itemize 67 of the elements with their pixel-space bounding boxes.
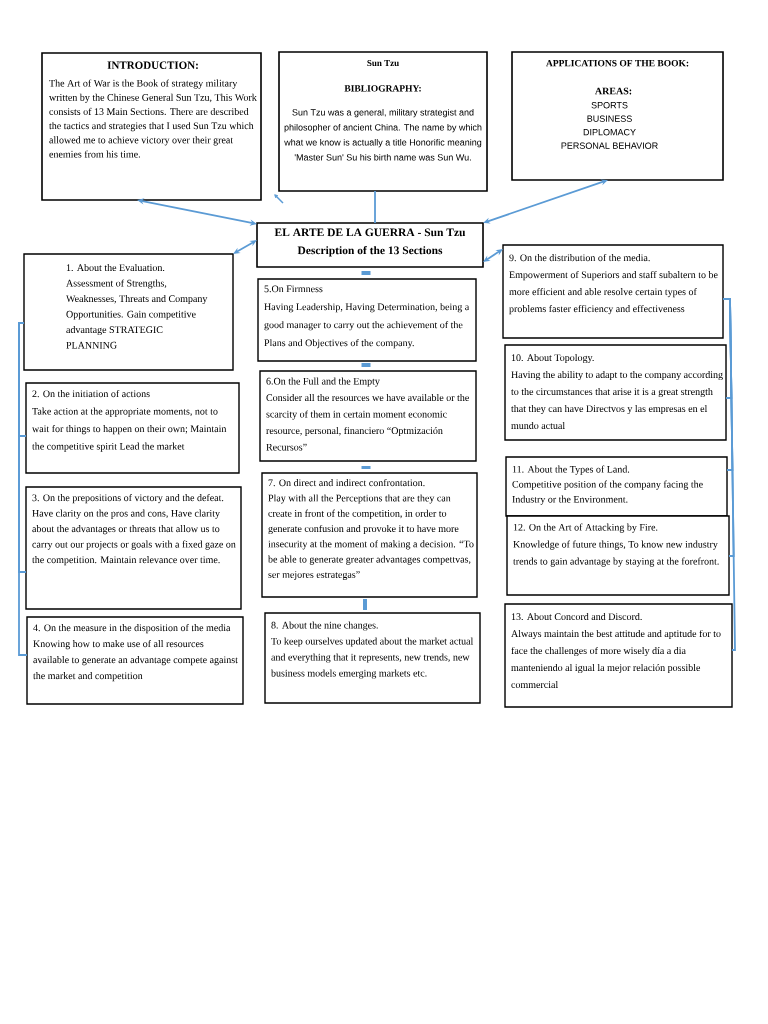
applications-box <box>511 51 724 181</box>
section-box <box>25 382 240 474</box>
elbow-connector <box>722 298 736 651</box>
double-arrow <box>137 198 257 226</box>
subheading: AREAS: <box>595 87 632 95</box>
title-box <box>256 222 484 268</box>
paragraph: Consider all the resources we have available or the scarcity of them in certain moment economic resource, personal, financiero “Optmización Recursos” <box>266 394 469 451</box>
paragraph: To keep ourselves updated about the market actual and everything that it represents, new trends, new business models emerging markets etc. <box>271 637 474 679</box>
heading: 3. On the prepositions of victory and the defeat. <box>32 494 224 504</box>
double-arrow <box>233 240 257 254</box>
heading: 11. About the Types of Land. <box>512 465 630 475</box>
heading: APPLICATIONS OF THE BOOK: <box>546 60 689 67</box>
paragraph: Play with all the Perceptions that are they can create in front of the competition, in order to generate confusion and provoke it to have more insecurity at the moment of making a decision. “To be able to generate greater advantages compettvas, ser mejores estrategas” <box>268 494 474 580</box>
paragraph: The Art of War is the Book of strategy military written by the Chinese General Sun Tzu, This Work consists of 13 Main Sections. There are described the tactics and strategies that I used Sun Tzu which allowed me to achieve victory over their great enemies from his time. <box>49 79 257 158</box>
paragraph: Sun Tzu was a general, military strategist and philosopher of ancient China. The name by which what we know is actually a title Honorific meaning 'Master Sun' Su his birth name was Sun Wu. <box>284 108 482 161</box>
double-arrow <box>483 179 608 224</box>
paragraph: Knowing how to make use of all resources available to generate an advantage compete against the market and competition <box>33 640 238 682</box>
connector-line <box>363 599 367 610</box>
connector-dash <box>361 466 371 469</box>
heading: 2. On the initiation of actions <box>32 390 150 398</box>
section-box <box>502 244 724 339</box>
list-item: PERSONAL BEHAVIOR <box>561 142 658 149</box>
section-box <box>506 515 730 596</box>
paragraph: Take action at the appropriate moments, not to wait for things to happen on their own; Maintain the competitive spirit Lead the market <box>32 407 227 452</box>
heading: 9. On the distribution of the media. <box>509 254 650 262</box>
paragraph: Have clarity on the pros and cons, Have clarity about the advantages or threats that allow us to carry out our projects or goals with a fixed gaze on the competition. Maintain relevance over time. <box>32 509 236 566</box>
heading: 7. On direct and indirect confrontation. <box>268 479 425 487</box>
paragraph: Empowerment of Superiors and staff subaltern to be more efficient and able resolve certain types of problems faster efficiency and effectiveness <box>509 271 718 315</box>
heading: 5.On Firmness <box>264 285 323 293</box>
paragraph: Having the ability to adapt to the company according to the circumstances that arise it is a great strength that they can have Directvos y las empresas en el mundo actual <box>511 371 723 430</box>
elbow-connector <box>18 322 28 656</box>
paragraph: Competitive position of the company facing the Industry or the Environment. <box>512 480 703 505</box>
heading: Sun Tzu <box>367 60 399 67</box>
paragraph: Assessment of Strengths, Weaknesses, Threats and Company Opportunities. Gain competitive advantage STRATEGIC PLANNING <box>66 279 208 349</box>
list-item: SPORTS <box>591 102 628 109</box>
heading: INTRODUCTION: <box>107 61 198 69</box>
section-box <box>259 370 477 462</box>
title-text: EL ARTE DE LA GUERRA - Sun Tzu <box>274 228 466 237</box>
subtitle: Description of the 13 Sections <box>297 246 443 257</box>
section-box <box>23 253 234 371</box>
heading: BIBLIOGRAPHY: <box>344 85 421 92</box>
heading: 13. About Concord and Discord. <box>511 613 642 621</box>
section-box <box>25 486 242 610</box>
section-box <box>504 603 733 708</box>
connector-line <box>374 190 376 224</box>
heading: 10. About Topology. <box>511 354 594 364</box>
section-box <box>257 278 477 362</box>
intro-box <box>41 52 262 201</box>
paragraph: Always maintain the best attitude and aptitude for to face the challenges of more wisely día a dia manteniendo al igual la mejor relación possible commercial <box>511 629 721 689</box>
heading: 12. On the Art of Attacking by Fire. <box>513 523 658 533</box>
heading: 8. About the nine changes. <box>271 621 378 631</box>
heading: 4. On the measure in the disposition of the media <box>33 624 231 634</box>
section-box <box>264 612 481 704</box>
section-box <box>505 456 728 517</box>
list-item: BUSINESS <box>587 115 632 122</box>
paragraph: Having Leadership, Having Determination, being a good manager to carry out the achievement of the Plans and Objectives of the company. <box>264 303 470 349</box>
bibliography-box <box>278 51 488 192</box>
section-box <box>261 472 478 598</box>
heading: 6.On the Full and the Empty <box>266 377 380 387</box>
heading: 1. About the Evaluation. <box>66 264 165 272</box>
list-item: DIPLOMACY <box>583 129 636 136</box>
connector-dash <box>361 363 371 367</box>
section-box <box>504 344 727 441</box>
section-box <box>26 616 244 705</box>
paragraph: Knowledge of future things, To know new industry trends to gain advantage by staying at the forefront. <box>513 540 719 567</box>
connector-dash <box>361 271 371 275</box>
double-arrow <box>483 249 503 262</box>
